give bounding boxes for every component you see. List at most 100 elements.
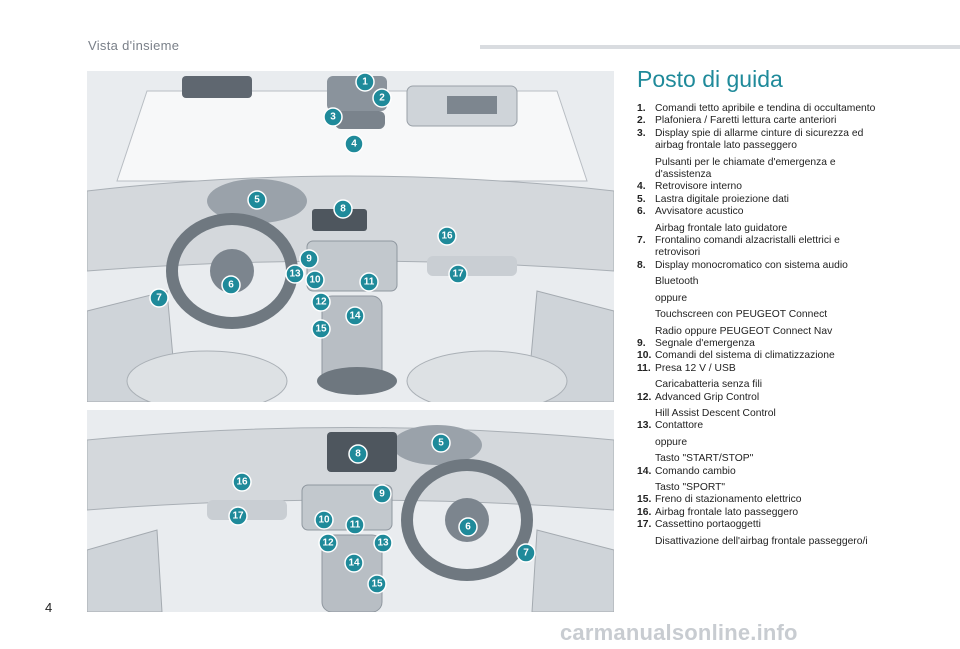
svg-text:10: 10	[309, 275, 321, 286]
legend-item: 7.Frontalino comandi alzacristalli elett…	[637, 235, 887, 260]
callout-12: 12	[311, 292, 331, 312]
callout-8: 8	[333, 199, 353, 219]
callout-7: 7	[149, 288, 169, 308]
legend-number: 1.	[637, 103, 646, 114]
legend-number: 2.	[637, 115, 646, 127]
legend-line: Radio oppure PEUGEOT Connect Nav	[655, 325, 833, 337]
legend-line: Touchscreen con PEUGEOT Connect	[655, 309, 828, 321]
legend-number: 9.	[637, 337, 646, 349]
legend-number: 6.	[637, 206, 646, 218]
legend-text: Plafoniera / Faretti lettura carte anter…	[655, 115, 887, 127]
legend-line: Retrovisore interno	[655, 181, 742, 193]
legend-line: oppure	[655, 292, 688, 304]
svg-text:12: 12	[315, 297, 327, 308]
svg-text:10: 10	[318, 515, 330, 526]
legend-item: 2. Plafoniera / Faretti lettura carte ant…	[637, 115, 887, 127]
callouts-rhd: 5 8 16 9 17 10 11 6 12 13 14 7 15	[228, 433, 536, 594]
callout-13: 13	[373, 533, 393, 553]
legend-item: 3. Display spie di allarme cinture di sic…	[637, 128, 887, 182]
legend-text: Airbag frontale lato passeggero	[655, 507, 887, 519]
legend-text: Segnale d'emergenza	[655, 338, 887, 350]
svg-text:14: 14	[348, 558, 360, 569]
legend-item: 16.Airbag frontale lato passeggero	[637, 507, 887, 519]
legend-number: 3.	[637, 127, 646, 139]
svg-text:9: 9	[379, 489, 385, 500]
svg-text:7: 7	[156, 293, 162, 304]
callout-2: 2	[372, 88, 392, 108]
legend-number: 17.	[637, 519, 652, 531]
callout-12: 12	[318, 533, 338, 553]
legend-line: Comandi del sistema di climatizzazione	[655, 350, 835, 362]
legend-line: Lastra digitale proiezione dati	[655, 193, 789, 205]
legend-number: 14.	[637, 465, 652, 477]
legend-text: Lastra digitale proiezione dati	[655, 194, 887, 206]
svg-text:17: 17	[232, 511, 244, 522]
callout-13: 13	[285, 264, 305, 284]
callout-11: 11	[345, 515, 365, 535]
callout-4: 4	[344, 134, 364, 154]
callout-15: 15	[367, 574, 387, 594]
svg-text:13: 13	[377, 538, 389, 549]
legend-line: Avvisatore acustico	[655, 206, 744, 218]
legend-line: Hill Assist Descent Control	[655, 407, 776, 419]
legend-item: 4.Retrovisore interno	[637, 181, 887, 193]
legend-line: Airbag frontale lato passeggero	[655, 506, 799, 518]
svg-text:11: 11	[350, 520, 361, 531]
legend-text: Frontalino comandi alzacristalli elettri…	[655, 235, 887, 260]
callout-16: 16	[437, 226, 457, 246]
svg-text:14: 14	[349, 311, 361, 322]
legend-line: oppure	[655, 436, 688, 448]
callout-7: 7	[516, 543, 536, 563]
legend-number: 16.	[637, 506, 652, 518]
svg-text:9: 9	[306, 254, 312, 265]
callout-10: 10	[314, 510, 334, 530]
legend-text: Comandi del sistema di climatizzazione	[655, 350, 887, 362]
callout-5: 5	[431, 433, 451, 453]
cockpit-drawing-lhd	[87, 71, 614, 402]
section-title: Vista d'insieme	[88, 38, 180, 53]
legend-line: Tasto "START/STOP"	[655, 453, 754, 465]
legend-line: Cassettino portaoggetti	[655, 519, 761, 531]
legend-number: 15.	[637, 494, 652, 506]
callouts-lhd: 1 2 3 4 5 8 16 9 13 10 11 17 6 7 12 14 1…	[149, 72, 468, 339]
callout-17: 17	[228, 506, 248, 526]
legend-line: Comandi tetto apribile e tendina di occu…	[655, 103, 876, 114]
cockpit-illustration-lhd: 1 2 3 4 5 8 16 9 13 10 11 17 6 7 12 14 1…	[87, 71, 614, 402]
legend-line: Frontalino comandi alzacristalli elettri…	[655, 235, 840, 259]
callout-9: 9	[299, 249, 319, 269]
callout-11: 11	[359, 272, 379, 292]
svg-text:6: 6	[465, 522, 471, 533]
callout-6: 6	[458, 517, 478, 537]
svg-text:5: 5	[438, 438, 444, 449]
svg-text:4: 4	[351, 139, 357, 150]
legend-line: Airbag frontale lato guidatore	[655, 222, 788, 234]
svg-text:3: 3	[330, 112, 336, 123]
page-number: 4	[45, 600, 53, 615]
svg-text:2: 2	[379, 93, 385, 104]
legend-item: 9. Segnale d'emergenza	[637, 338, 887, 350]
svg-text:6: 6	[228, 280, 234, 291]
legend-line: Disattivazione dell'airbag frontale pass…	[655, 535, 868, 547]
callout-6: 6	[221, 275, 241, 295]
svg-text:13: 13	[289, 269, 301, 280]
legend-line: Display monocromatico con sistema audio	[655, 259, 848, 271]
svg-text:8: 8	[355, 449, 361, 460]
legend-line: Display spie di allarme cinture di sicur…	[655, 127, 864, 152]
legend-number: 10.	[637, 350, 652, 362]
svg-text:15: 15	[371, 579, 383, 590]
callout-9: 9	[372, 484, 392, 504]
legend-line: Freno di stazionamento elettrico	[655, 494, 802, 506]
cockpit-illustration-rhd: 5 8 16 9 17 10 11 6 12 13 14 7 15	[87, 410, 614, 612]
callout-10: 10	[305, 270, 325, 290]
svg-text:12: 12	[322, 538, 334, 549]
legend-line: Bluetooth	[655, 276, 699, 288]
legend-item: 5.Lastra digitale proiezione dati	[637, 194, 887, 206]
